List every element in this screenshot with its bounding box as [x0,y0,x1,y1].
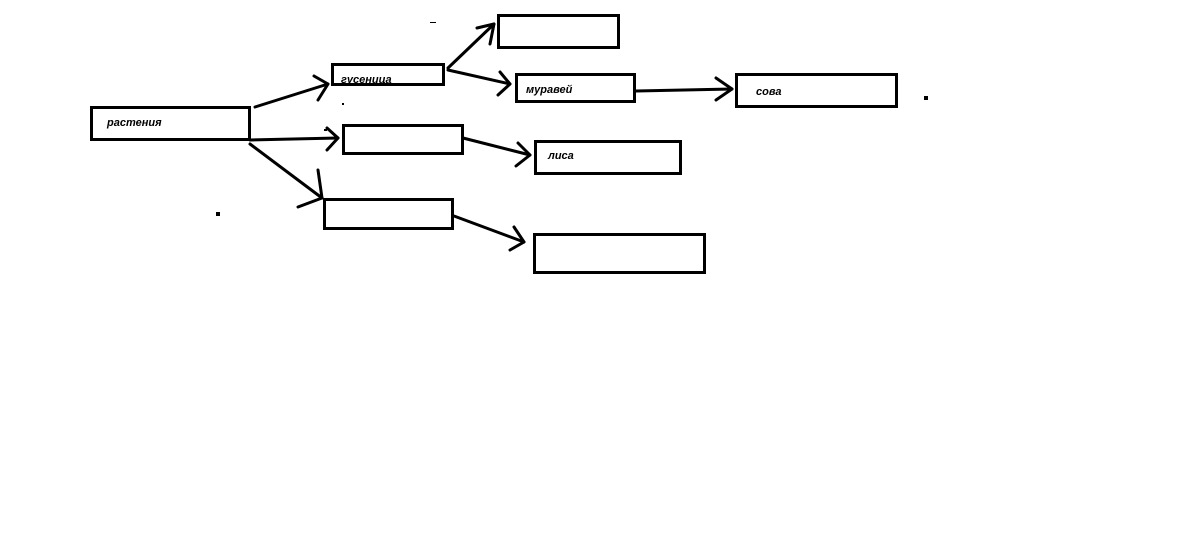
arrow-caterpillar-to-blank-top [446,22,496,70]
arrow-blank-mid-to-fox [461,136,532,168]
node-caterpillar-label: гусеница [341,74,392,86]
node-owl-label: сова [756,86,782,98]
arrow-caterpillar-to-ant [446,68,512,97]
node-ant: муравей [515,73,636,103]
stray-mark-left [216,212,220,216]
node-blank-mid [342,124,464,155]
node-fox-label: лиса [548,150,574,162]
node-fox: лиса [534,140,682,175]
stray-mark-top [430,22,436,23]
node-blank-top [497,14,620,49]
stray-mark-caterpillar [342,103,344,105]
arrow-plants-to-blank-mid [248,126,340,152]
node-caterpillar: гусеница [331,63,445,86]
arrow-plants-to-blank-low [248,142,324,209]
node-ant-label: муравей [526,84,573,96]
node-plants-label: растения [107,117,162,129]
node-plants: растения [90,106,251,141]
stray-mark-owl-right [924,96,928,100]
stray-mark-mid [324,129,327,131]
node-blank-bottom [533,233,706,274]
node-blank-low [323,198,454,230]
arrow-plants-to-caterpillar [253,74,330,109]
arrow-blank-low-to-blank-bottom [452,214,526,252]
arrow-ant-to-owl [634,76,734,102]
node-owl: сова [735,73,898,108]
